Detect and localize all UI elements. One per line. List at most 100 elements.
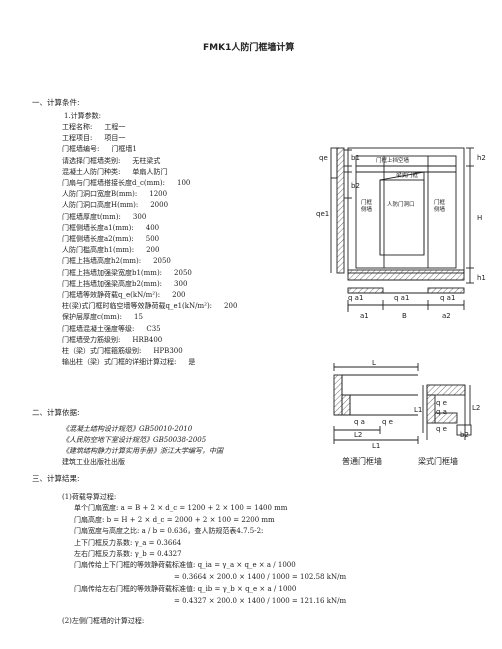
- param-row: 门框墙编号:门框墙1: [62, 145, 137, 154]
- beam-frame-section: [426, 384, 466, 396]
- param-value: 300: [174, 279, 188, 288]
- param-value: C35: [146, 324, 161, 333]
- param-row: 门框侧墙长度a1(mm): 400: [62, 224, 159, 233]
- result-line-7: 门扇传给上下门框的等效静荷载标准值: q_ia = γ_a × q_e × a …: [74, 561, 296, 569]
- param-label: 人防门洞口宽度B(mm):: [62, 190, 138, 199]
- result-line-8: = 0.3664 × 200.0 × 1400 / 1000 = 102.58 …: [174, 573, 347, 581]
- param-label: 输出柱（梁）式门框的详细计算过程:: [62, 358, 177, 367]
- param-label: 门扇与门框墙搭接长度d_c(mm):: [62, 179, 165, 187]
- param-value: HRB400: [132, 335, 163, 344]
- param-row: 门框墙受力筋级别: HRB400: [62, 336, 162, 345]
- param-value: 2050: [174, 268, 192, 277]
- param-value: 单扇人防门: [132, 167, 168, 176]
- reference-1: 《混凝土结构设计规范》GB50010-2010: [62, 425, 193, 433]
- result-line-5: 上下门框反力系数: γ_a = 0.3664: [74, 539, 182, 547]
- param-label: 人防门槛高度h1(mm):: [62, 246, 135, 255]
- param-value: 200: [146, 246, 160, 255]
- param-label: 门框墙混凝土强度等级:: [62, 324, 135, 333]
- param-value: 100: [177, 179, 191, 187]
- param-value: 400: [145, 223, 160, 232]
- param-label: 门框上挡墙高度h2(mm):: [62, 257, 142, 266]
- param-row: 保护层厚度c(mm):15: [62, 313, 143, 322]
- param-value: 200: [172, 291, 186, 299]
- label-right-wall-b: 侧墙: [434, 205, 446, 213]
- param-label: 柱（梁）式门框箍筋级别:: [62, 347, 142, 355]
- param-value: 无柱梁式: [132, 156, 161, 165]
- param-row: 人防门槛高度h1(mm): 200: [62, 246, 159, 255]
- param-label: 门框上挡墙加强梁宽度b1(mm):: [62, 268, 163, 277]
- section-3-heading: 三、计算结果:: [32, 474, 80, 483]
- param-value: 300: [132, 212, 147, 221]
- label-L1: L1: [372, 442, 380, 450]
- result-line-3: 门扇高度: b = H + 2 × d_c = 2000 + 2 × 100 =…: [74, 516, 275, 524]
- param-label: 工程项目:: [62, 134, 93, 143]
- param-row: 门框上挡墙加强梁宽度b1(mm): 2050: [62, 269, 192, 278]
- param-value: 是: [188, 358, 196, 367]
- param-label: 门框侧墙长度a1(mm):: [62, 223, 134, 232]
- param-row: 柱(梁)式门框时临空墙等效静荷载q_e1(kN/m²):200: [62, 302, 237, 311]
- param-label: 门框上挡墙加强梁高度b2(mm):: [62, 279, 163, 288]
- param-row: 门框墙混凝土强度等级: C35: [62, 325, 161, 334]
- param-value: 2050: [153, 257, 171, 266]
- param-value: 门框墙1: [111, 145, 137, 154]
- label-L2-v: L2: [472, 404, 480, 412]
- label-qe-beam2: q e: [436, 425, 447, 433]
- label-qa1-right: q a1: [440, 294, 455, 302]
- param-value: 15: [134, 313, 143, 322]
- param-row: 门框墙等效静荷载q_e(kN/m²): 200: [62, 291, 186, 300]
- label-B: B: [402, 312, 407, 320]
- param-label: 门框墙厚度t(mm):: [62, 212, 121, 221]
- result-line-11: (2)左侧门框墙的计算过程:: [62, 617, 145, 625]
- label-L: L: [372, 359, 376, 367]
- result-line-6: 左右门框反力系数: γ_b = 0.4327: [74, 550, 182, 558]
- param-label: 人防门洞口高度H(mm):: [62, 201, 139, 210]
- param-row: 人防门洞口宽度B(mm): 1200: [62, 190, 167, 199]
- param-row: 门框上挡墙高度h2(mm): 2050: [62, 257, 171, 266]
- label-b1: b1: [351, 154, 360, 162]
- label-qe-sec: q e: [382, 418, 393, 426]
- param-row: 混凝土人防门种类:单扇人防门: [62, 168, 167, 177]
- label-L2: L2: [354, 431, 362, 439]
- param-row: 输出柱（梁）式门框的详细计算过程: 是: [62, 358, 195, 367]
- param-label: 门框墙等效静荷载q_e(kN/m²):: [62, 291, 161, 299]
- param-row: 门框墙厚度t(mm): 300: [62, 213, 146, 222]
- param-row: 门扇与门框墙搭接长度d_c(mm): 100: [62, 179, 190, 188]
- param-row: 请选择门框墙类别: 无柱梁式: [62, 157, 160, 166]
- section-2-heading: 二、计算依据:: [32, 408, 80, 417]
- param-value: 1200: [149, 190, 168, 199]
- label-qa1: q a1: [348, 294, 363, 302]
- result-line-1: (1)荷载导算过程:: [62, 493, 117, 501]
- door-opening: [379, 179, 425, 256]
- result-line-2: 单个门扇宽度: a = B + 2 × d_c = 1200 + 2 × 100…: [74, 504, 288, 512]
- param-row: 人防门洞口高度H(mm): 2000: [62, 201, 168, 210]
- param-label: 柱(梁)式门框时临空墙等效静荷载q_e1(kN/m²):: [62, 302, 213, 311]
- param-value: 2000: [150, 201, 169, 210]
- section-1-heading: 一、计算条件:: [32, 98, 80, 107]
- label-h1: h1: [477, 274, 486, 282]
- normal-frame-section: [333, 374, 343, 416]
- param-value: 500: [145, 235, 160, 243]
- param-value: 项目一: [104, 134, 126, 143]
- param-value: 工程一: [104, 123, 126, 131]
- subsection-params-heading: 1.计算参数:: [64, 112, 102, 120]
- elevation-inner-frame: [355, 155, 457, 269]
- caption-normal-frame: 普通门框墙: [342, 456, 382, 466]
- label-left-wall-b: 侧墙: [361, 205, 373, 213]
- param-label: 请选择门框墙类别:: [62, 156, 121, 165]
- label-b2: b2: [351, 182, 360, 190]
- reference-3-cont: 建筑工业出版社出版: [62, 458, 125, 466]
- param-label: 门框侧墙长度a2(mm):: [62, 235, 134, 243]
- label-L1-v: L1: [414, 406, 422, 414]
- label-b2-v: b2: [460, 431, 469, 439]
- param-label: 工程名称:: [62, 123, 93, 131]
- param-row: 柱（梁）式门框箍筋级别:HPB300: [62, 347, 183, 356]
- label-beam: 梁式门框: [396, 171, 419, 179]
- param-label: 门框墙受力筋级别:: [62, 335, 121, 344]
- label-H: H: [477, 214, 482, 222]
- label-left-wall-a: 门框: [361, 198, 373, 206]
- label-qe: qe: [319, 154, 328, 162]
- result-line-10: = 0.4327 × 200.0 × 1400 / 1000 = 121.16 …: [174, 597, 347, 605]
- label-h2: h2: [477, 154, 486, 162]
- label-right-wall-a: 门框: [434, 198, 446, 206]
